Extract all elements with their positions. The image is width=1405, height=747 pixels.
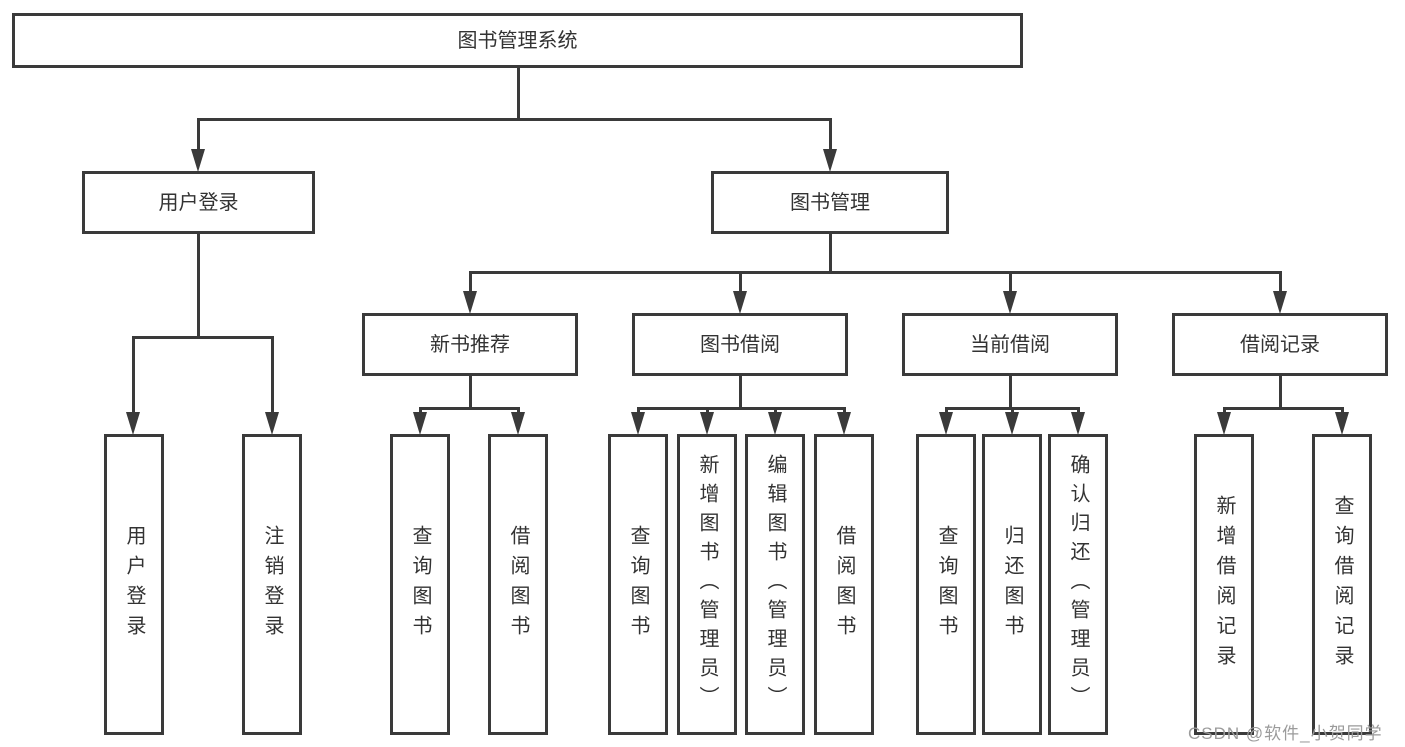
leaf-records-query-record: 查询借阅记录 — [1312, 434, 1372, 735]
leaf-borrowing-add-books-admin: 新增图书（管理员） — [677, 434, 737, 735]
node-borrowing-records: 借阅记录 — [1172, 313, 1388, 376]
node-book-borrowing: 图书借阅 — [632, 313, 848, 376]
connector-new-book-split — [419, 407, 520, 410]
node-label: 当前借阅 — [970, 333, 1050, 356]
connector-to-user-login — [197, 118, 200, 150]
leaf-user-login: 用户登录 — [104, 434, 164, 735]
connector-borrowing-records-split — [1223, 407, 1344, 410]
connector-new-book-stem — [469, 376, 472, 407]
leaf-newbook-query-books: 查询图书 — [390, 434, 450, 735]
node-current-borrowing: 当前借阅 — [902, 313, 1118, 376]
connector-leaf — [945, 407, 948, 414]
leaf-logout: 注销登录 — [242, 434, 302, 735]
connector-to-book-borrowing — [739, 271, 742, 293]
arrow-down-icon — [1071, 412, 1085, 435]
arrow-down-icon — [733, 291, 747, 314]
node-new-book-recommend: 新书推荐 — [362, 313, 578, 376]
arrow-down-icon — [191, 149, 205, 172]
node-user-login: 用户登录 — [82, 171, 315, 234]
leaf-newbook-borrow-books: 借阅图书 — [488, 434, 548, 735]
csdn-watermark: CSDN @软件_小贺同学 — [1188, 724, 1383, 743]
node-label: 图书管理系统 — [457, 29, 578, 52]
leaf-label: 借阅图书 — [507, 524, 529, 645]
leaf-label: 查询借阅记录 — [1331, 494, 1353, 675]
arrow-down-icon — [511, 412, 525, 435]
leaf-current-confirm-return-admin: 确认归还（管理员） — [1048, 434, 1108, 735]
connector-leaf — [1223, 407, 1226, 414]
node-label: 用户登录 — [158, 191, 239, 214]
leaf-label: 归还图书 — [1001, 524, 1023, 645]
leaf-label: 查询图书 — [409, 524, 431, 645]
leaf-current-query-books: 查询图书 — [916, 434, 976, 735]
connector-leaf — [1011, 407, 1014, 414]
connector-to-current-borrowing — [1009, 271, 1012, 293]
arrow-down-icon — [1005, 412, 1019, 435]
connector-book-borrowing-split — [637, 407, 846, 410]
leaf-label: 借阅图书 — [833, 524, 855, 645]
node-label: 新书推荐 — [430, 333, 510, 356]
connector-to-leaf-logout — [271, 336, 274, 414]
leaf-label: 注销登录 — [261, 524, 283, 645]
connector-to-new-book — [469, 271, 472, 293]
node-book-management: 图书管理 — [711, 171, 949, 234]
arrow-down-icon — [1003, 291, 1017, 314]
node-label: 图书借阅 — [700, 333, 780, 356]
arrow-down-icon — [413, 412, 427, 435]
leaf-borrowing-query-books: 查询图书 — [608, 434, 668, 735]
arrow-down-icon — [265, 412, 279, 435]
arrow-down-icon — [463, 291, 477, 314]
arrow-down-icon — [631, 412, 645, 435]
connector-root-stem — [517, 68, 520, 118]
node-library-management-system: 图书管理系统 — [12, 13, 1023, 68]
connector-level2-split — [469, 271, 1281, 274]
leaf-records-add-record: 新增借阅记录 — [1194, 434, 1254, 735]
arrow-down-icon — [700, 412, 714, 435]
connector-leaf — [1077, 407, 1080, 414]
leaf-label: 确认归还（管理员） — [1067, 454, 1089, 715]
arrow-down-icon — [1273, 291, 1287, 314]
connector-current-borrowing-stem — [1009, 376, 1012, 407]
connector-leaf — [637, 407, 640, 414]
node-label: 借阅记录 — [1240, 333, 1320, 356]
connector-leaf — [517, 407, 520, 414]
connector-to-borrowing-records — [1279, 271, 1282, 293]
leaf-label: 查询图书 — [627, 524, 649, 645]
arrow-down-icon — [126, 412, 140, 435]
leaf-current-return-books: 归还图书 — [982, 434, 1042, 735]
arrow-down-icon — [1217, 412, 1231, 435]
connector-leaf — [1341, 407, 1344, 414]
leaf-label: 查询图书 — [935, 524, 957, 645]
connector-book-borrowing-stem — [739, 376, 742, 407]
arrow-down-icon — [768, 412, 782, 435]
connector-book-management-stem — [829, 234, 832, 271]
connector-user-login-split — [132, 336, 274, 339]
connector-leaf — [419, 407, 422, 414]
connector-user-login-stem — [197, 234, 200, 336]
connector-borrowing-records-stem — [1279, 376, 1282, 407]
arrow-down-icon — [837, 412, 851, 435]
node-label: 图书管理 — [790, 191, 870, 214]
arrow-down-icon — [823, 149, 837, 172]
connector-to-book-management — [829, 118, 832, 150]
leaf-borrowing-borrow-books: 借阅图书 — [814, 434, 874, 735]
leaf-label: 新增图书（管理员） — [696, 454, 718, 715]
leaf-label: 用户登录 — [123, 524, 145, 645]
connector-leaf — [706, 407, 709, 414]
arrow-down-icon — [1335, 412, 1349, 435]
arrow-down-icon — [939, 412, 953, 435]
connector-leaf — [774, 407, 777, 414]
connector-level1-split — [197, 118, 832, 121]
leaf-label: 编辑图书（管理员） — [764, 454, 786, 715]
leaf-borrowing-edit-books-admin: 编辑图书（管理员） — [745, 434, 805, 735]
connector-leaf — [843, 407, 846, 414]
connector-to-leaf-user-login — [132, 336, 135, 414]
leaf-label: 新增借阅记录 — [1213, 494, 1235, 675]
